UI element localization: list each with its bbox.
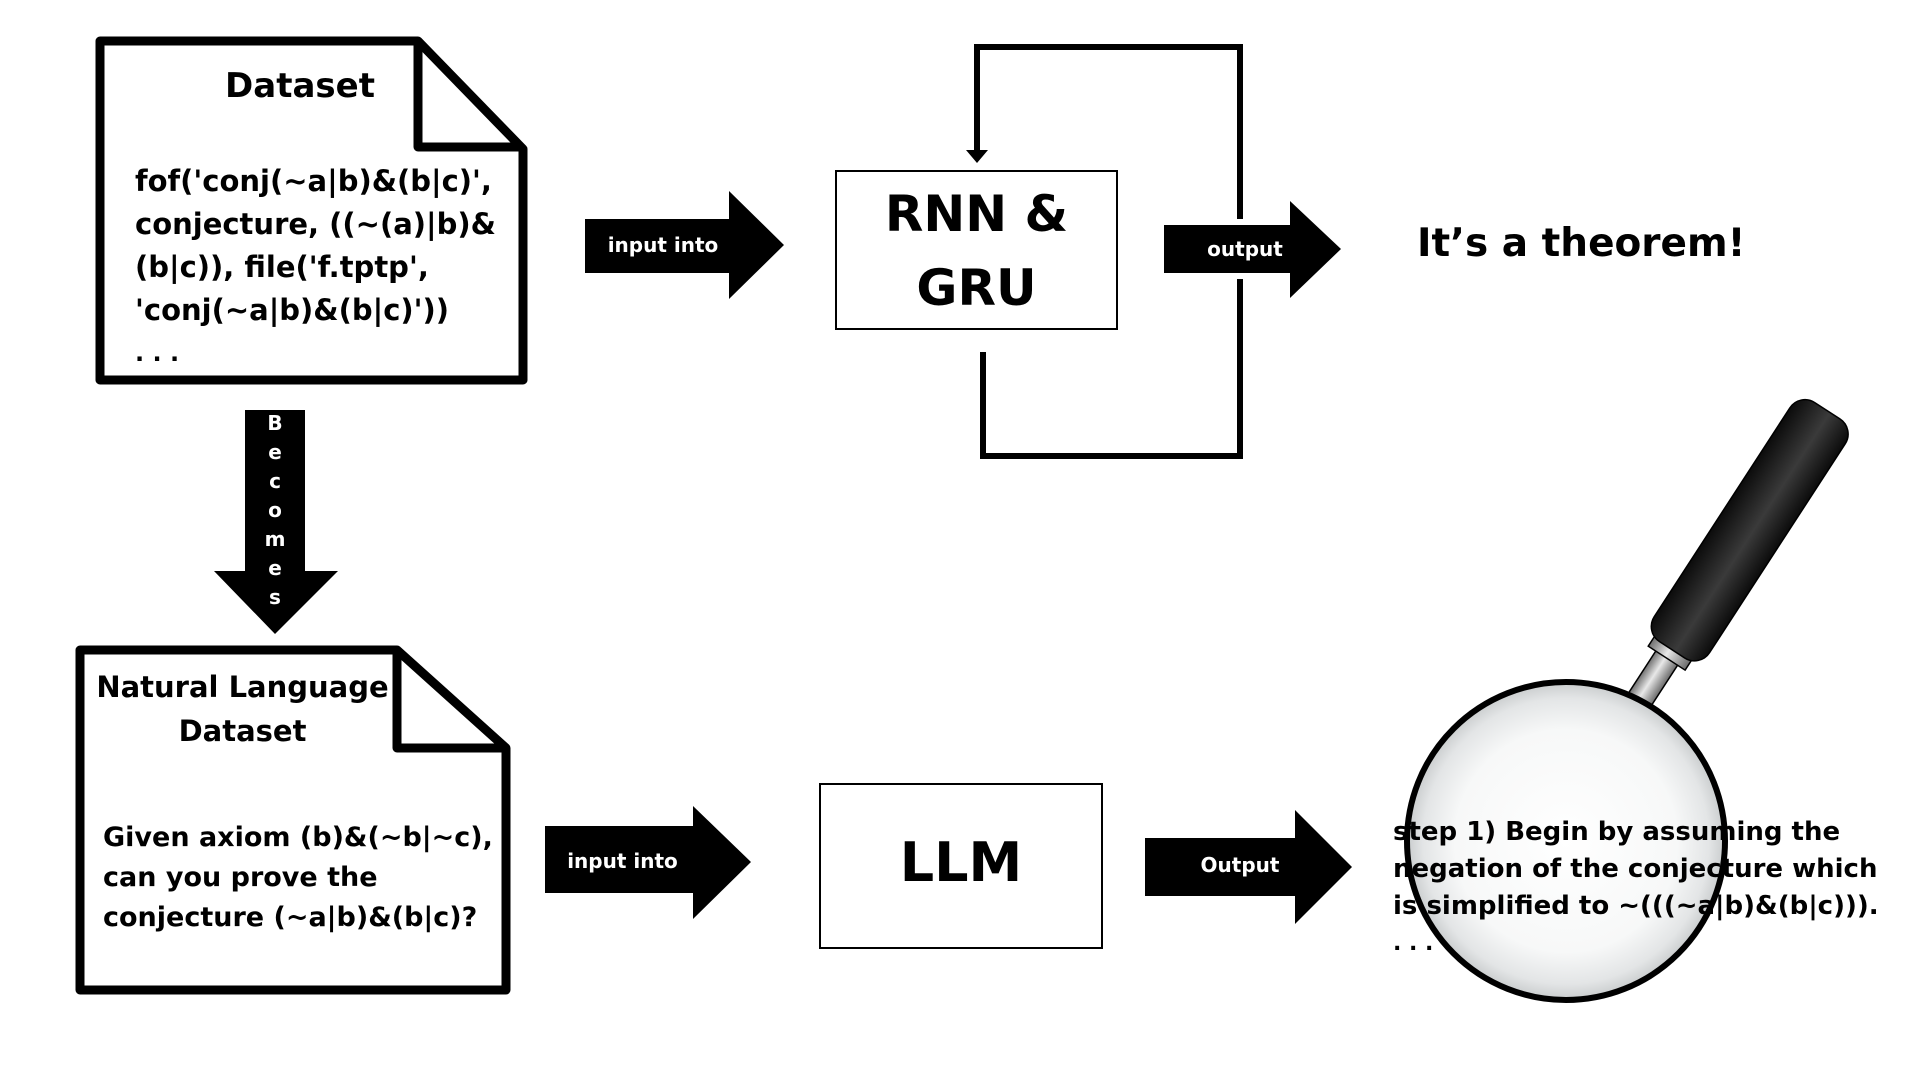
input-arrow-top bbox=[585, 191, 784, 299]
proof-ellipsis: . . . bbox=[1393, 931, 1434, 956]
nl-dataset-document bbox=[75, 645, 511, 995]
becomes-letter: c bbox=[269, 469, 281, 493]
recurrent-loop bbox=[974, 44, 1243, 459]
nl-dataset-content: Given axiom (b)&(~b|~c), can you prove t… bbox=[103, 818, 493, 938]
magnifier-lens bbox=[1404, 679, 1728, 1003]
output-arrow-top-label: output bbox=[1207, 237, 1283, 261]
nl-dataset-title-line1: Natural Language bbox=[96, 670, 389, 704]
loop-top-path bbox=[974, 44, 1243, 219]
rnn-gru-box bbox=[835, 170, 1118, 330]
dataset-line: fof('conj(~a|b)&(b|c)', bbox=[135, 164, 492, 198]
rnn-gru-label: RNN & GRU bbox=[836, 177, 1117, 325]
loop-arrowhead-icon bbox=[966, 150, 988, 163]
input-arrow-bottom bbox=[545, 806, 751, 919]
dataset-ellipsis: . . . bbox=[135, 339, 180, 367]
becomes-letter: s bbox=[269, 585, 281, 609]
dataset-title: Dataset bbox=[225, 66, 375, 106]
input-arrow-bottom-label: input into bbox=[567, 849, 678, 873]
rnn-label: RNN & bbox=[884, 185, 1069, 243]
output-arrow-bottom bbox=[1145, 810, 1352, 924]
proof-line: negation of the conjecture which bbox=[1393, 854, 1878, 884]
nl-dataset-title: Natural Language Dataset bbox=[90, 665, 395, 753]
becomes-arrow bbox=[214, 410, 338, 634]
dataset-content: fof('conj(~a|b)&(b|c)', conjecture, ((~(… bbox=[135, 160, 496, 375]
becomes-letter: m bbox=[264, 527, 286, 551]
nl-dataset-line: Given axiom (b)&(~b|~c), bbox=[103, 822, 493, 853]
becomes-letter: o bbox=[268, 498, 282, 522]
proof-line: is simplified to ~(((~a|b)&(b|c))). bbox=[1393, 891, 1879, 921]
nl-dataset-line: conjecture (~a|b)&(b|c)? bbox=[103, 902, 478, 933]
nl-dataset-line: can you prove the bbox=[103, 862, 378, 893]
input-arrow-top-label: input into bbox=[607, 233, 719, 257]
magnifying-glass-icon bbox=[1404, 398, 1849, 1003]
becomes-letter: e bbox=[268, 440, 282, 464]
dataset-document bbox=[95, 36, 528, 385]
llm-label: LLM bbox=[899, 831, 1023, 894]
document-fold bbox=[392, 650, 506, 753]
proof-output-text: step 1) Begin by assuming the negation o… bbox=[1393, 814, 1879, 962]
dataset-line: (b|c)), file('f.tptp', bbox=[135, 250, 429, 284]
gru-label: GRU bbox=[916, 259, 1037, 317]
document-fold bbox=[413, 41, 523, 152]
dataset-line: conjecture, ((~(a)|b)& bbox=[135, 207, 496, 241]
nl-dataset-title-line2: Dataset bbox=[178, 714, 307, 748]
theorem-result: It’s a theorem! bbox=[1417, 221, 1746, 266]
becomes-letter: e bbox=[268, 556, 282, 580]
proof-line: step 1) Begin by assuming the bbox=[1393, 817, 1841, 847]
dataset-line: 'conj(~a|b)&(b|c)')) bbox=[135, 293, 450, 327]
output-arrow-bottom-label: Output bbox=[1200, 853, 1280, 877]
becomes-label: B e c o m e s bbox=[245, 409, 305, 612]
llm-box bbox=[819, 783, 1103, 949]
becomes-letter: B bbox=[267, 411, 283, 435]
loop-bottom-path bbox=[980, 279, 1243, 459]
output-arrow-top bbox=[1164, 201, 1341, 298]
